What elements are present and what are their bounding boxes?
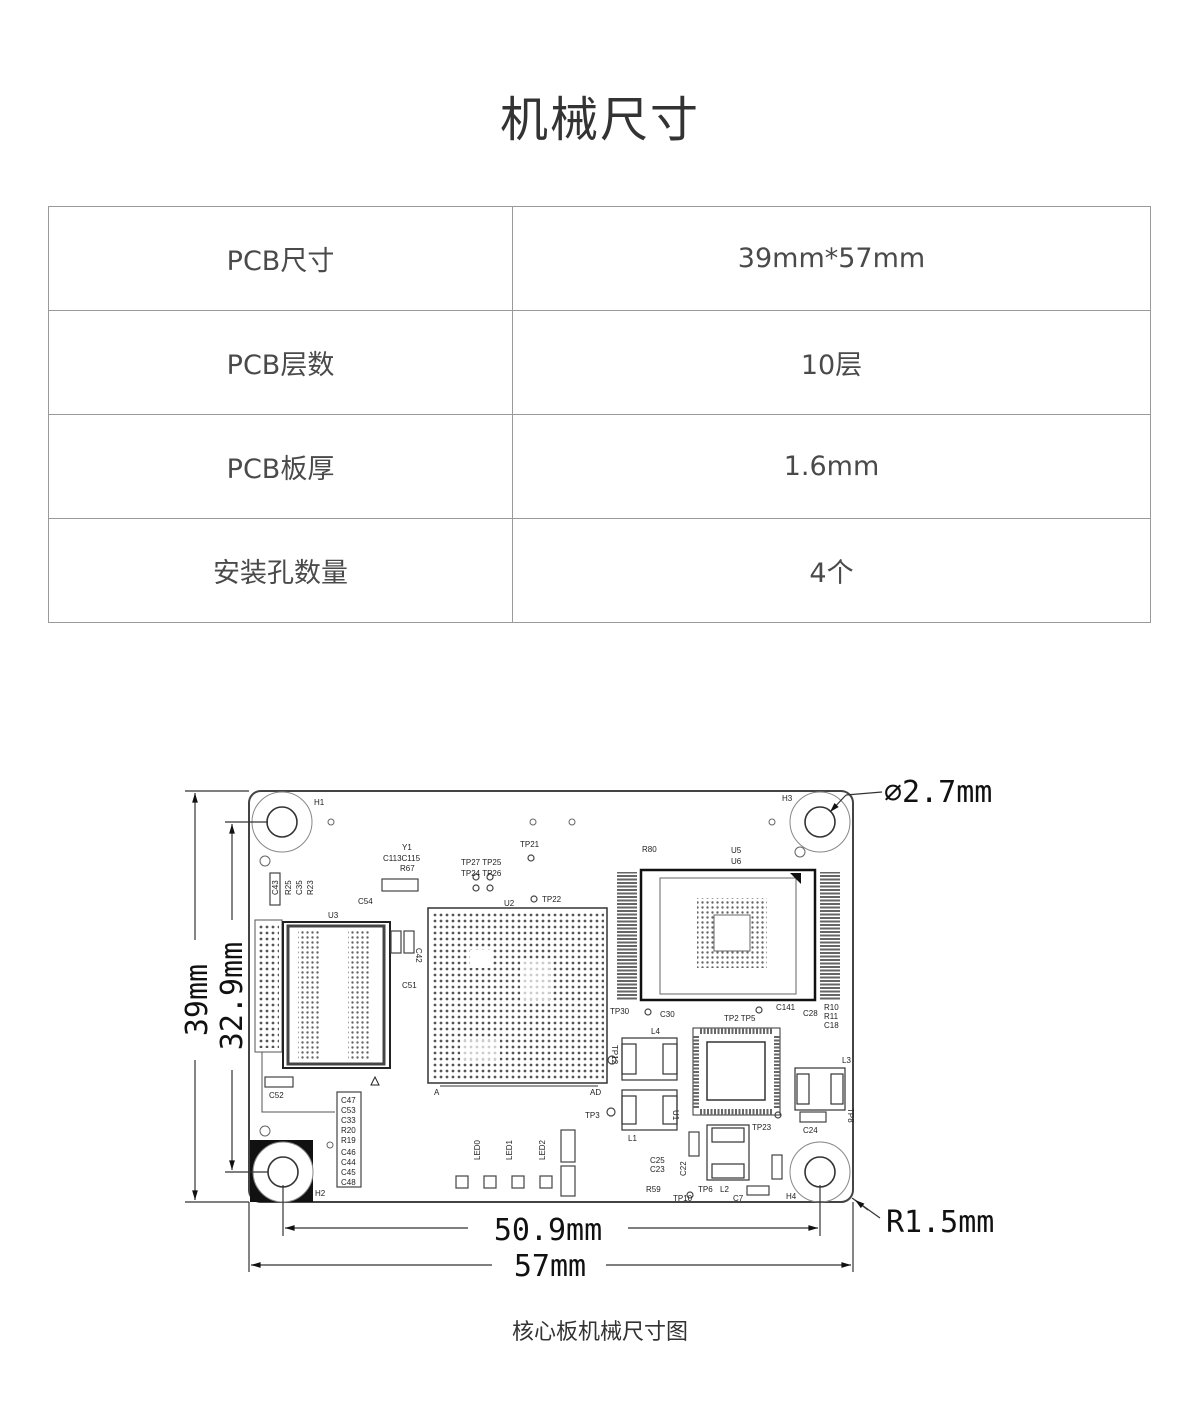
spec-value: 4个: [512, 518, 1151, 623]
silk-label: R80: [642, 845, 657, 854]
silk-label: TP10: [673, 1194, 693, 1203]
hole-diameter-label: ∅2.7mm: [884, 775, 992, 810]
passive-components: [264, 854, 827, 1199]
mounting-hole-h3: [789, 791, 851, 853]
silk-label: C54: [358, 897, 373, 906]
silk-label: C28: [803, 1009, 818, 1018]
spec-value: 10层: [512, 310, 1151, 415]
silk-label: C30: [660, 1010, 675, 1019]
spec-label: 安装孔数量: [48, 518, 513, 623]
silk-label: LED1: [505, 1139, 514, 1160]
via-dots: [259, 818, 806, 1149]
table-row: PCB尺寸 39mm*57mm: [48, 206, 1151, 311]
silk-label: TP30: [610, 1007, 630, 1016]
silk-label: U2: [504, 899, 515, 908]
dimension-width-label: 57mm: [514, 1249, 586, 1284]
silk-label: U5: [731, 846, 742, 855]
silk-label: H2: [315, 1189, 326, 1198]
mounting-hole-h2: [250, 1140, 314, 1203]
silk-label: U6: [731, 857, 742, 866]
inductors: [621, 1037, 846, 1181]
silk-label: H4: [786, 1192, 797, 1201]
silk-label: C23: [650, 1165, 665, 1174]
silk-label: A: [434, 1088, 440, 1097]
silk-label: U3: [328, 911, 339, 920]
silk-label: R10: [824, 1003, 839, 1012]
silk-label: C45: [341, 1168, 356, 1177]
silk-label: U1: [671, 1110, 680, 1121]
spec-value: 39mm*57mm: [512, 206, 1151, 311]
pcb-mechanical-drawing: H1 H2 H3 H4 U2 U3 U5 U6 Y1 C113C115 R67 …: [180, 775, 994, 1284]
silk-label: R19: [341, 1136, 356, 1145]
silk-label: H3: [782, 794, 793, 803]
silk-label: C44: [341, 1158, 356, 1167]
silk-label: C48: [341, 1178, 356, 1187]
chip-qfn: [692, 1027, 781, 1116]
silk-label: C42: [414, 948, 423, 963]
silk-label: R59: [646, 1185, 661, 1194]
spec-label: PCB尺寸: [48, 206, 513, 311]
silk-label: C18: [824, 1021, 839, 1030]
silk-label: L2: [720, 1185, 729, 1194]
silk-label: TP23: [752, 1123, 772, 1132]
dimension-lines: [185, 790, 883, 1272]
silk-label: H1: [314, 798, 325, 807]
silk-label: C35: [295, 880, 304, 895]
silk-label: TP12: [610, 1045, 619, 1065]
silk-label: C25: [650, 1156, 665, 1165]
chip-u2: [427, 907, 608, 1087]
page-title: 机械尺寸: [499, 92, 700, 148]
table-row: PCB层数 10层: [48, 310, 1151, 415]
silk-label: R67: [400, 864, 415, 873]
silk-label: C53: [341, 1106, 356, 1115]
silk-label: C47: [341, 1096, 356, 1105]
silk-label: LED2: [538, 1139, 547, 1160]
silk-label: TP3: [585, 1111, 600, 1120]
spec-label: PCB板厚: [48, 414, 513, 519]
silk-label: TP8: [846, 1108, 855, 1123]
corner-radius-label: R1.5mm: [886, 1205, 994, 1240]
silk-label: LED0: [473, 1139, 482, 1160]
silk-label: C52: [269, 1091, 284, 1100]
silk-label: TP21: [520, 840, 540, 849]
silk-label: TP2 TP5: [724, 1014, 756, 1023]
silk-label: C51: [402, 981, 417, 990]
silk-label: TP22: [542, 895, 562, 904]
silk-label: C22: [679, 1161, 688, 1176]
silk-label: L4: [651, 1027, 660, 1036]
trace-line: [261, 1052, 335, 1113]
silk-label: R25: [284, 880, 293, 895]
spec-label: PCB层数: [48, 310, 513, 415]
dimension-hole-horizontal-label: 50.9mm: [494, 1213, 602, 1248]
pin1-marker: [370, 1075, 380, 1086]
silk-label: R23: [306, 880, 315, 895]
dimension-hole-vertical-label: 32.9mm: [215, 942, 250, 1050]
silk-label: L1: [628, 1134, 637, 1143]
silk-label: C46: [341, 1148, 356, 1157]
silk-label: C24: [803, 1126, 818, 1135]
silk-label: C43: [271, 880, 280, 895]
silk-label: Y1: [402, 843, 412, 852]
figure-caption: 核心板机械尺寸图: [511, 1320, 688, 1345]
silk-label: C141: [776, 1003, 796, 1012]
spec-table: PCB尺寸 39mm*57mm PCB层数 10层 PCB板厚 1.6mm 安装…: [48, 206, 1151, 623]
table-row: 安装孔数量 4个: [48, 518, 1151, 623]
silk-label: R20: [341, 1126, 356, 1135]
dimension-height-label: 39mm: [180, 964, 215, 1036]
silk-label: TP27 TP25: [461, 858, 502, 867]
chip-u3: [282, 921, 391, 1069]
silk-label: C113C115: [383, 854, 421, 863]
silk-label: R11: [824, 1012, 839, 1021]
chip-u5-u6: [617, 868, 840, 1002]
silk-label: C33: [341, 1116, 356, 1125]
silk-label: L3: [842, 1056, 851, 1065]
silk-label: C7: [733, 1194, 744, 1203]
spec-value: 1.6mm: [512, 414, 1151, 519]
silk-label: TP6: [698, 1185, 713, 1194]
silk-label: AD: [590, 1088, 601, 1097]
silk-label: TP24 TP26: [461, 869, 502, 878]
table-row: PCB板厚 1.6mm: [48, 414, 1151, 519]
silkscreen-labels: H1 H2 H3 H4 U2 U3 U5 U6 Y1 C113C115 R67 …: [269, 794, 855, 1203]
